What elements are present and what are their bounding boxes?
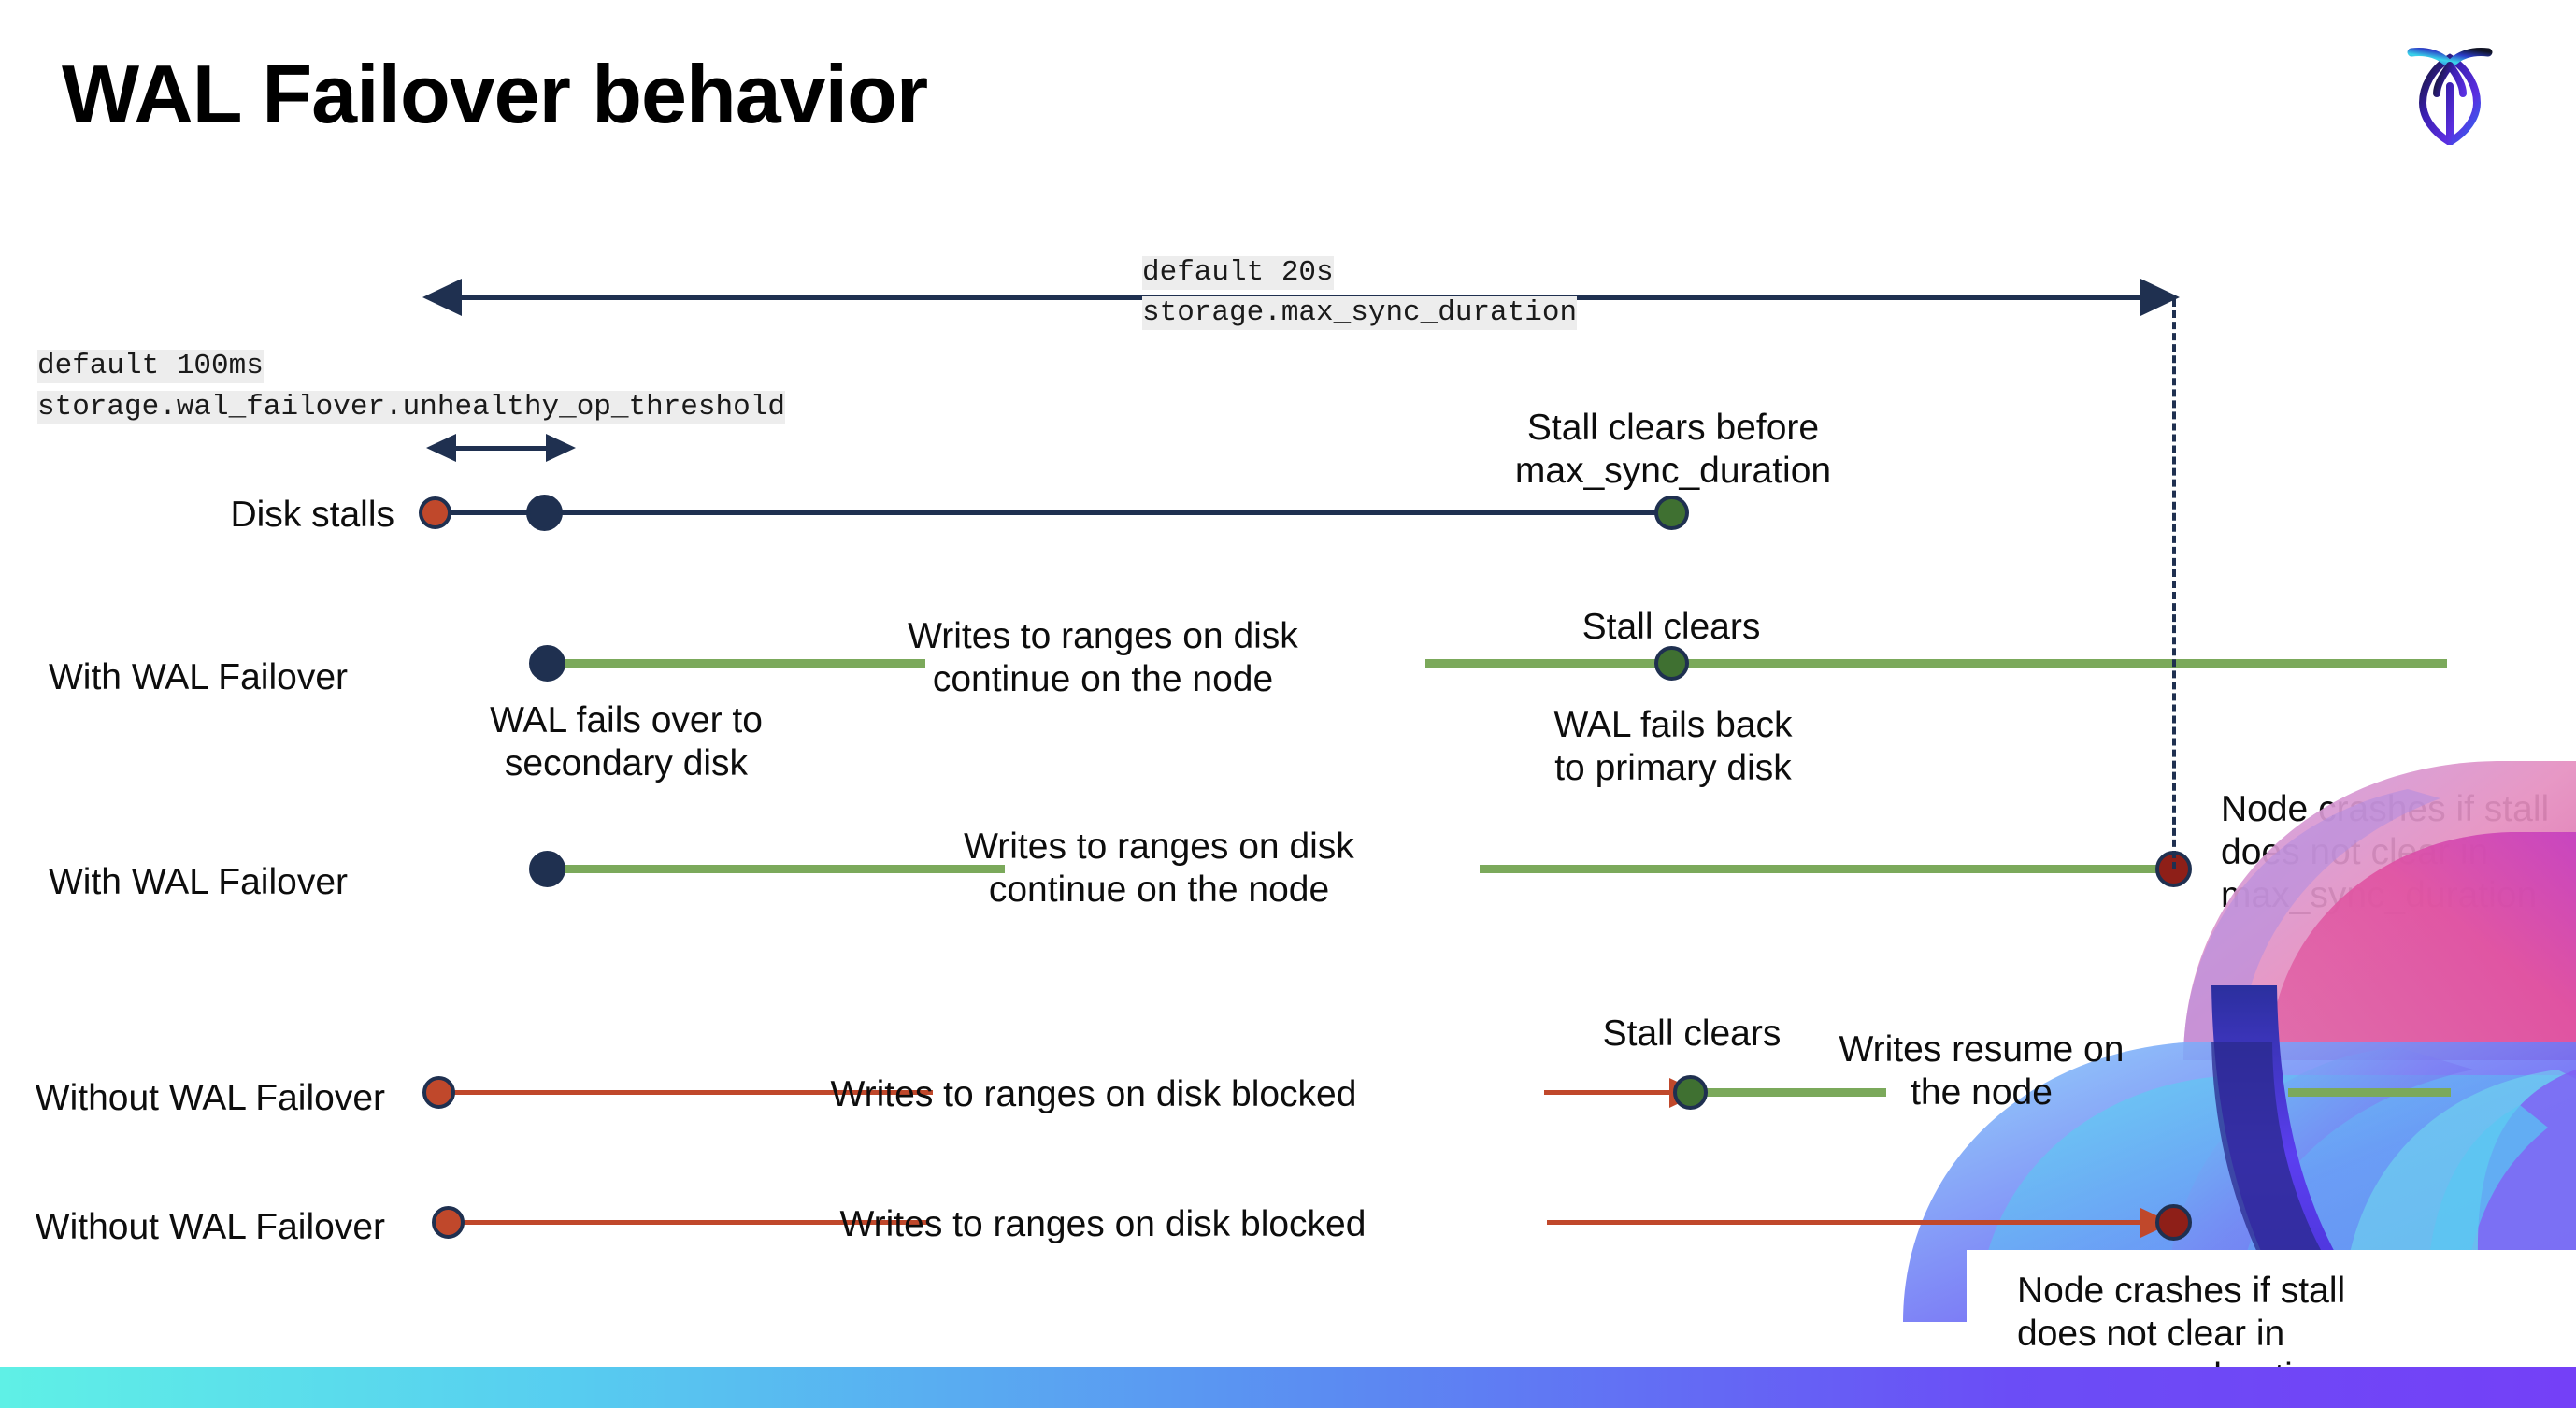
wo1-green-segment [1699, 1088, 1886, 1097]
wf1-green-segment-a [542, 659, 925, 668]
wf1-failover-dot [529, 645, 565, 682]
stall-clears-before-line1: Stall clears before [1526, 408, 1820, 448]
wo1-stall-clears-label: Stall clears [1602, 1013, 1782, 1054]
page-title: WAL Failover behavior [62, 48, 928, 140]
wo1-green-segment-resume [2288, 1088, 2451, 1097]
max-sync-arrow-left-icon [422, 279, 462, 316]
wf1-failback-label-line1: WAL fails back [1553, 705, 1793, 745]
wo1-resume-label-line1: Writes resume on [1839, 1029, 2125, 1070]
unhealthy-default-chip: default 100ms [37, 350, 264, 383]
wo1-red-segment-a [439, 1090, 933, 1095]
wf1-stall-clears-label: Stall clears [1581, 607, 1761, 647]
wo1-start-dot [422, 1076, 455, 1109]
wf2-failover-dot [529, 851, 565, 887]
bottom-gradient-bar [0, 1367, 2576, 1408]
wf2-crash-label-line1: Node crashes if stall [2221, 789, 2550, 829]
wo2-red-segment-b [1547, 1220, 2154, 1225]
wf1-below-label-line1: WAL fails over to [490, 700, 763, 740]
wf1-mid-label-line2: continue on the node [932, 659, 1274, 699]
wf1-green-segment-b [1425, 659, 2447, 668]
unhealthy-arrow-left-icon [426, 434, 456, 462]
disk-stalls-line [439, 510, 1682, 515]
wo2-crash-label-line2: does not clear in [2017, 1314, 2285, 1354]
wf2-green-segment-b [1480, 865, 2173, 873]
wo1-resume-label-line2: the node [1911, 1072, 2053, 1113]
disk-stall-failover-dot [526, 495, 563, 531]
max-sync-arrow-right-icon [2140, 279, 2180, 316]
disk-stall-clear-dot [1654, 496, 1689, 530]
wf1-failback-label-line2: to primary disk [1554, 748, 1792, 788]
row-label-disk-stalls: Disk stalls [230, 495, 394, 535]
wf1-below-label-line2: secondary disk [504, 743, 749, 783]
wo2-mid-label: Writes to ranges on disk blocked [839, 1204, 1367, 1244]
bottom-bar-mask [0, 1354, 2000, 1367]
wf2-crash-label-line2: does not clear in [2221, 832, 2489, 872]
wo2-red-segment-a [439, 1220, 927, 1225]
max-sync-default-chip: default 20s [1142, 256, 1334, 290]
wo2-crash-label-line1: Node crashes if stall [2017, 1271, 2346, 1311]
wf2-green-segment-a [542, 865, 1005, 873]
stall-clears-before-line2: max_sync_duration [1514, 451, 1832, 491]
disk-stall-start-dot [419, 496, 451, 529]
wf2-mid-label-line2: continue on the node [988, 869, 1330, 910]
unhealthy-span-line [439, 446, 561, 451]
wo1-red-segment-b [1544, 1090, 1684, 1095]
row-label-without-wal-failover-1: Without WAL Failover [35, 1078, 385, 1118]
row-label-without-wal-failover-2: Without WAL Failover [35, 1207, 385, 1247]
wf2-mid-label-line1: Writes to ranges on disk [964, 826, 1354, 867]
wo2-crash-dot [2155, 1204, 2192, 1241]
max-sync-dashed-connector [2172, 299, 2176, 869]
wf1-mid-label-line1: Writes to ranges on disk [908, 616, 1298, 656]
cockroachdb-logo [2389, 28, 2511, 147]
max-sync-setting-chip: storage.max_sync_duration [1142, 296, 1578, 330]
wf1-stall-clears-dot [1654, 646, 1689, 681]
unhealthy-arrow-right-icon [546, 434, 576, 462]
wo2-start-dot [432, 1206, 465, 1239]
unhealthy-setting-chip: storage.wal_failover.unhealthy_op_thresh… [37, 391, 785, 424]
wf2-crash-label-line3: max_sync_duration [2221, 875, 2538, 915]
row-label-with-wal-failover-2: With WAL Failover [49, 862, 348, 902]
wo1-mid-label: Writes to ranges on disk blocked [830, 1074, 1357, 1114]
wo1-stall-clears-dot [1673, 1075, 1708, 1110]
row-label-with-wal-failover-1: With WAL Failover [49, 657, 348, 697]
